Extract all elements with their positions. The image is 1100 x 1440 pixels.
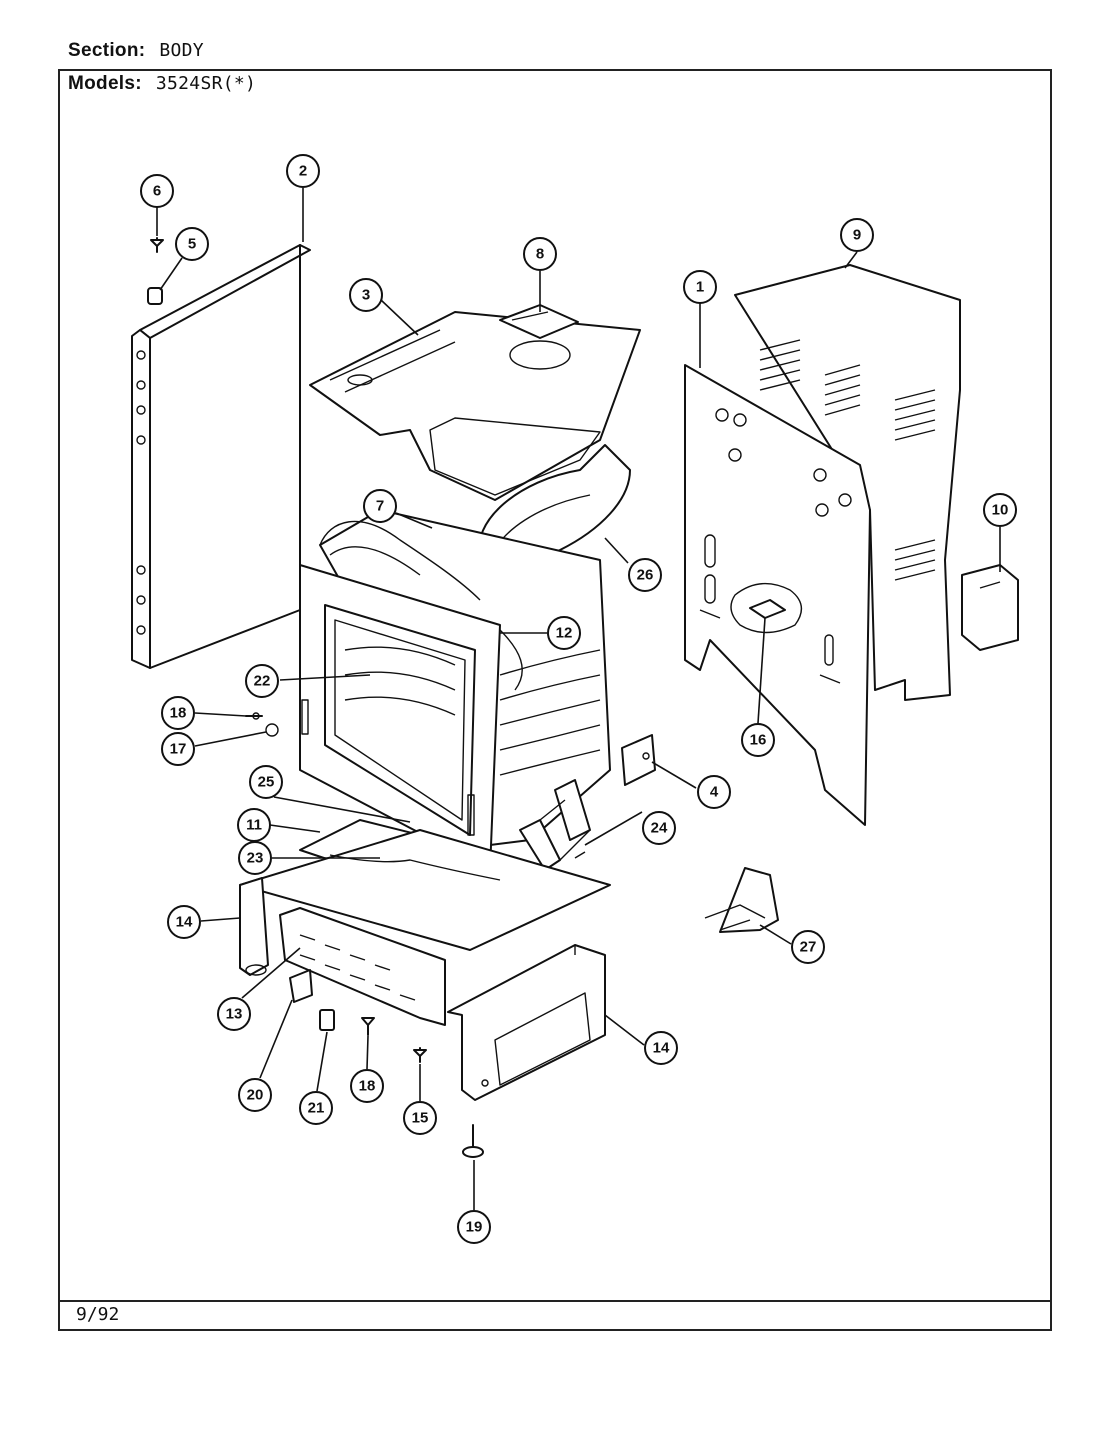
callout-27: 27 xyxy=(791,930,825,964)
callout-9: 9 xyxy=(840,218,874,252)
revision-date: 9/92 xyxy=(76,1304,120,1325)
callout-11: 11 xyxy=(237,808,271,842)
part-screw-6 xyxy=(150,237,164,253)
callout-1-label: 1 xyxy=(696,279,704,296)
callout-18-lower-label: 18 xyxy=(359,1078,376,1095)
callout-18-upper: 18 xyxy=(161,696,195,730)
callout-14-left-label: 14 xyxy=(176,914,193,931)
callout-6: 6 xyxy=(140,174,174,208)
callout-21: 21 xyxy=(299,1091,333,1125)
callout-12-label: 12 xyxy=(556,625,573,642)
callout-20: 20 xyxy=(238,1078,272,1112)
part-bracket-20 xyxy=(289,969,313,1003)
part-bottom-trays xyxy=(239,819,611,951)
callout-3-label: 3 xyxy=(362,287,370,304)
callout-21-label: 21 xyxy=(308,1100,325,1117)
part-back-panel xyxy=(684,364,871,826)
callout-10: 10 xyxy=(983,493,1017,527)
part-side-panel xyxy=(131,244,311,669)
callout-14-right: 14 xyxy=(644,1031,678,1065)
callout-24-label: 24 xyxy=(651,820,668,837)
callout-9-label: 9 xyxy=(853,227,861,244)
part-clip-21 xyxy=(319,1009,335,1031)
leader-lines xyxy=(156,188,1001,1210)
callout-14-right-label: 14 xyxy=(653,1040,670,1057)
part-rear-panel xyxy=(734,264,961,701)
callout-5: 5 xyxy=(175,227,209,261)
callout-24: 24 xyxy=(642,811,676,845)
callout-18-lower: 18 xyxy=(350,1069,384,1103)
part-screw-18-upper xyxy=(245,712,263,720)
part-hinge-assembly xyxy=(519,779,591,871)
callout-22-label: 22 xyxy=(254,673,271,690)
callout-12: 12 xyxy=(547,616,581,650)
part-junction-box xyxy=(961,564,1019,651)
callout-15: 15 xyxy=(403,1101,437,1135)
part-base-bracket-right xyxy=(447,944,606,1101)
part-leveling-leg-19 xyxy=(462,1124,484,1158)
callout-13-label: 13 xyxy=(226,1006,243,1023)
callout-16-label: 16 xyxy=(750,732,767,749)
callout-17: 17 xyxy=(161,732,195,766)
models-header: Models: 3524SR(*) xyxy=(68,73,256,95)
callout-22: 22 xyxy=(245,664,279,698)
callout-4: 4 xyxy=(697,775,731,809)
callout-7-label: 7 xyxy=(376,498,384,515)
callout-25: 25 xyxy=(249,765,283,799)
callout-18-upper-label: 18 xyxy=(170,705,187,722)
callout-23: 23 xyxy=(238,841,272,875)
section-value: BODY xyxy=(159,40,204,61)
part-leveler-bracket xyxy=(704,867,779,933)
part-nut-17 xyxy=(265,723,279,737)
part-oven-cavity xyxy=(299,509,611,871)
callout-26: 26 xyxy=(628,558,662,592)
part-bracket-4 xyxy=(621,734,656,786)
callout-2-label: 2 xyxy=(299,163,307,180)
callout-27-label: 27 xyxy=(800,939,817,956)
callout-3: 3 xyxy=(349,278,383,312)
part-clip-5 xyxy=(147,287,163,305)
callout-8-label: 8 xyxy=(536,246,544,263)
callout-11-label: 11 xyxy=(246,817,262,834)
part-small-plate xyxy=(499,304,579,339)
models-label: Models: xyxy=(68,73,142,94)
callout-13: 13 xyxy=(217,997,251,1031)
callout-4-label: 4 xyxy=(710,784,719,801)
callout-1: 1 xyxy=(683,270,717,304)
models-value: 3524SR(*) xyxy=(155,73,257,94)
callout-19: 19 xyxy=(457,1210,491,1244)
callout-19-label: 19 xyxy=(466,1219,483,1236)
callout-2: 2 xyxy=(286,154,320,188)
part-screw-18-lower xyxy=(361,1017,375,1036)
drawing-frame xyxy=(58,69,1052,1331)
callout-8: 8 xyxy=(523,237,557,271)
section-label: Section: xyxy=(68,40,146,61)
callout-20-label: 20 xyxy=(247,1087,264,1104)
callout-7: 7 xyxy=(363,489,397,523)
callout-26-label: 26 xyxy=(637,567,654,584)
callout-14-left: 14 xyxy=(167,905,201,939)
callout-23-label: 23 xyxy=(247,850,264,867)
callout-15-label: 15 xyxy=(412,1110,429,1127)
callout-16: 16 xyxy=(741,723,775,757)
callout-25-label: 25 xyxy=(258,774,275,791)
part-base-bracket-left xyxy=(239,877,269,976)
callout-5-label: 5 xyxy=(188,236,196,253)
callout-17-label: 17 xyxy=(170,741,187,758)
part-screw-15 xyxy=(413,1047,427,1063)
section-header: Section: BODY xyxy=(68,40,204,62)
callout-6-label: 6 xyxy=(153,183,161,200)
footer-divider xyxy=(58,1300,1052,1302)
callout-10-label: 10 xyxy=(992,502,1009,519)
